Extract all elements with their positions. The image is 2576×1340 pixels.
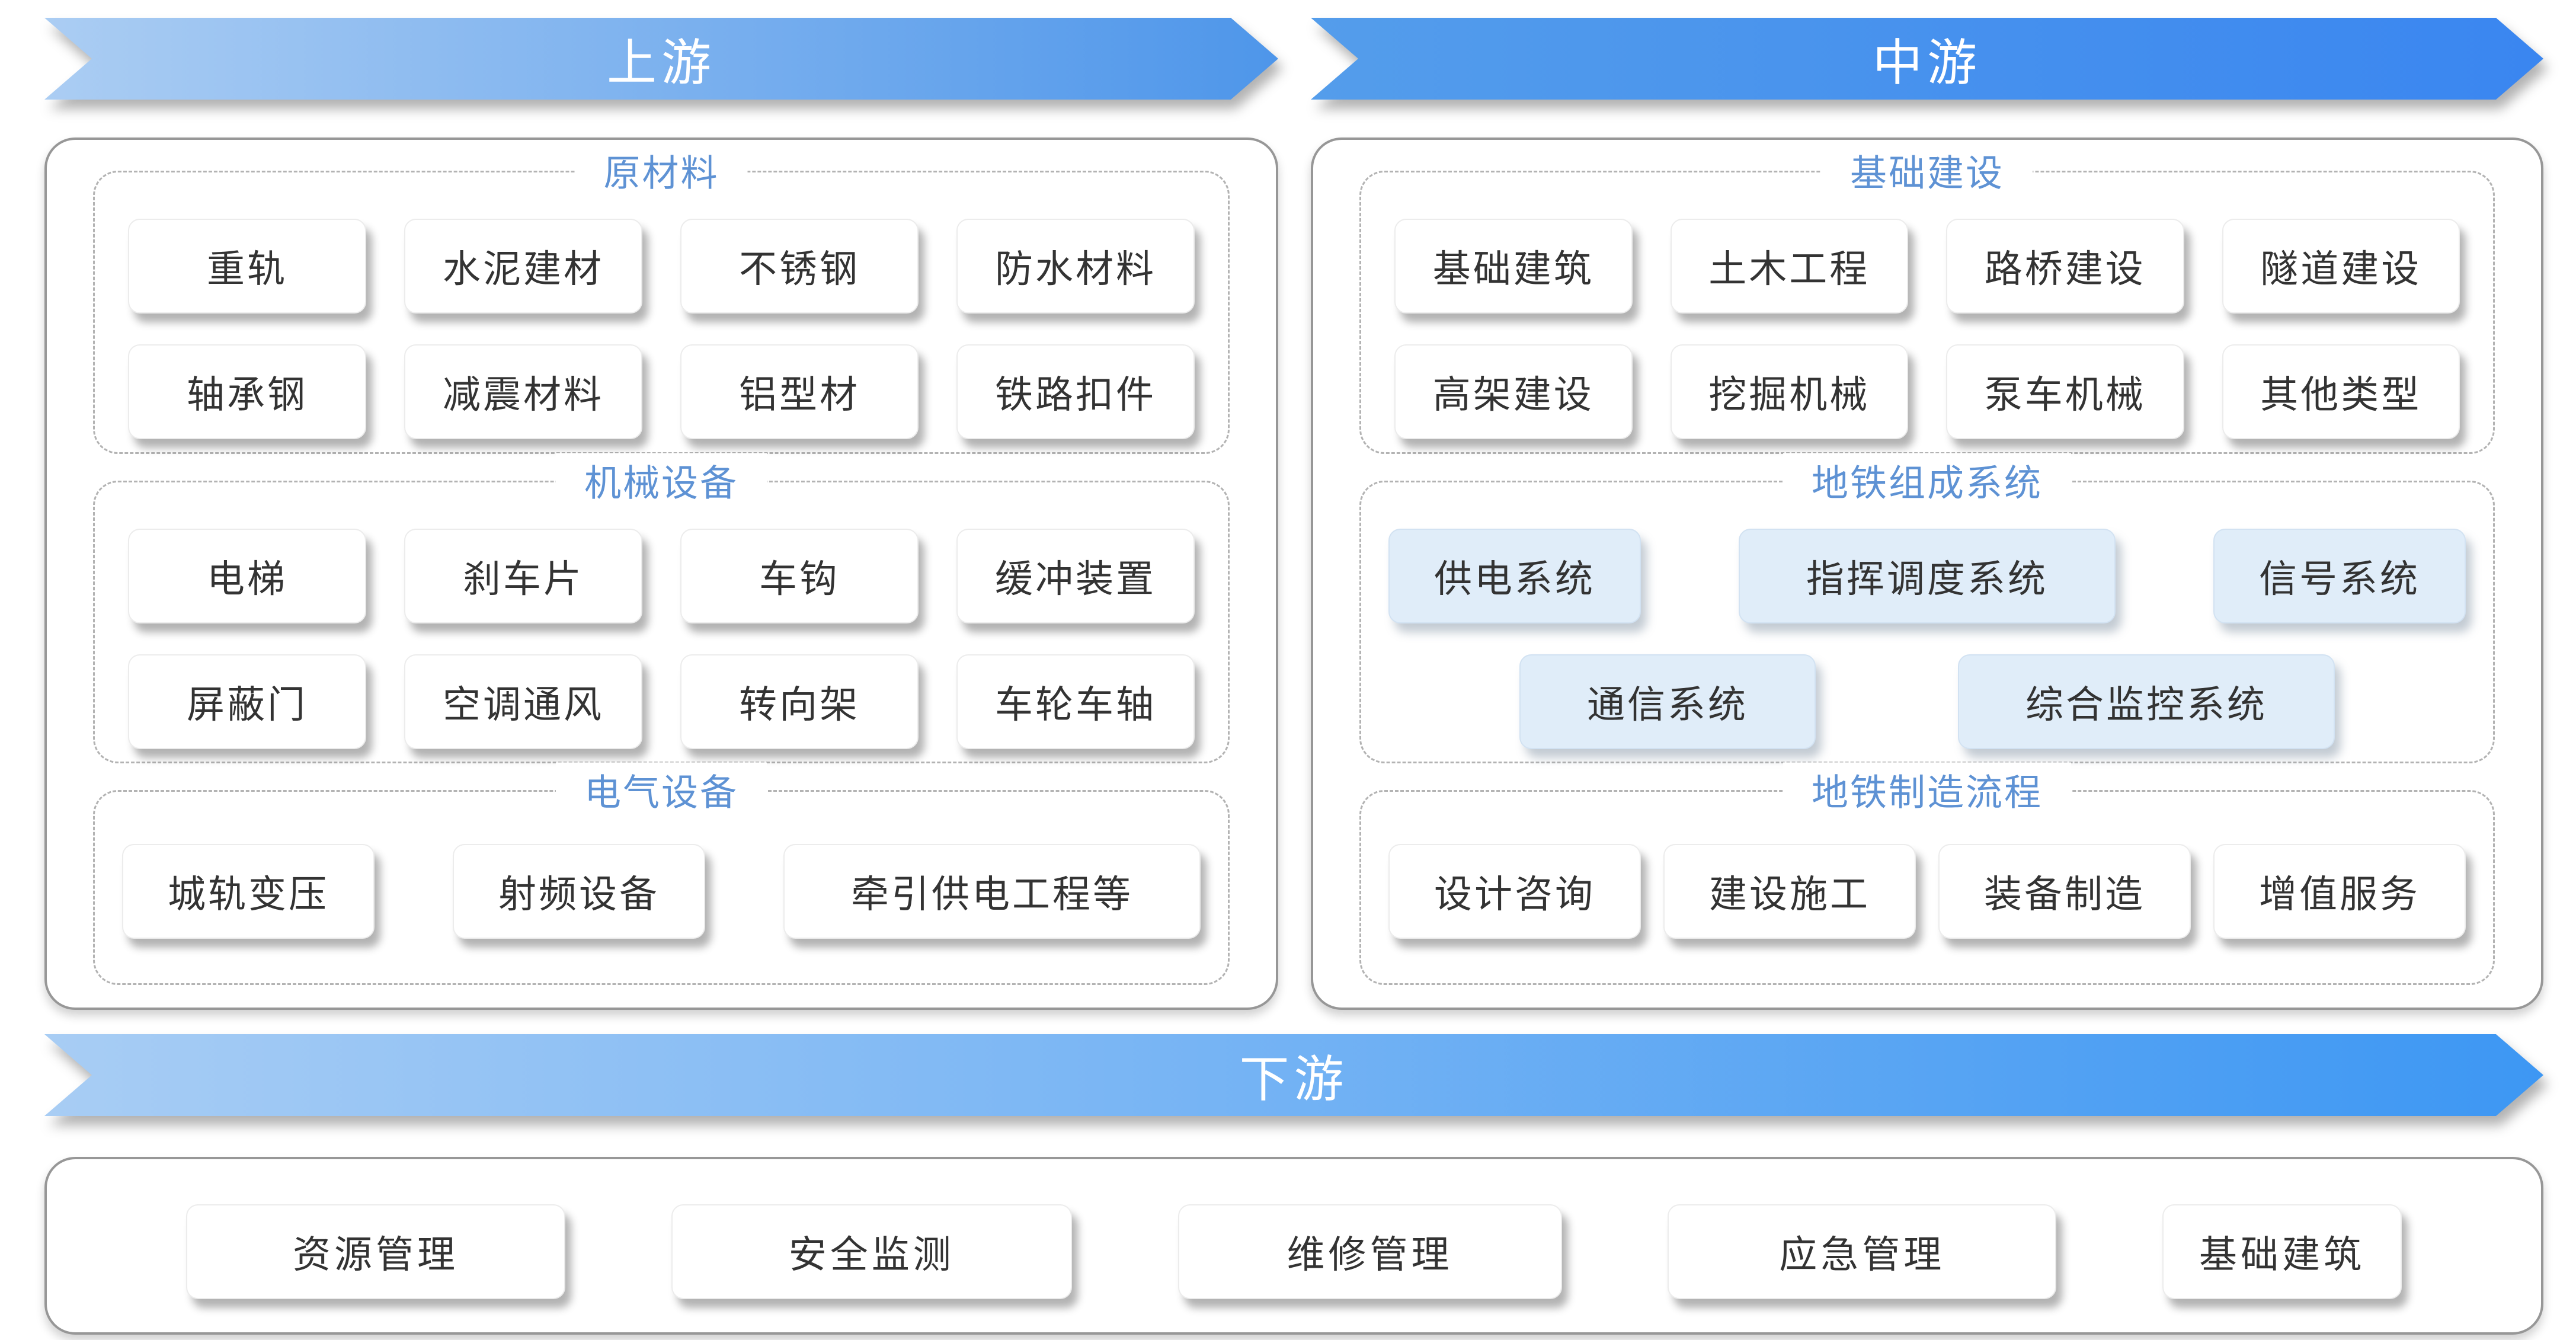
chain-node: 城轨变压 <box>122 844 375 939</box>
chain-node: 空调通风 <box>404 654 642 749</box>
upstream-panel: 原材料 重轨 水泥建材 不锈钢 防水材料 轴承钢 减震材料 铝型材 铁路扣件 机… <box>44 137 1278 1010</box>
chain-node: 土木工程 <box>1670 219 1908 314</box>
section-mechanical-equipment-title: 机械设备 <box>555 453 767 507</box>
chain-node: 射频设备 <box>453 844 705 939</box>
chain-node: 铝型材 <box>680 344 919 439</box>
chain-node: 应急管理 <box>1668 1204 2057 1299</box>
chain-node: 高架建设 <box>1394 344 1633 439</box>
chain-node: 挖掘机械 <box>1670 344 1908 439</box>
chain-node: 路桥建设 <box>1946 219 2184 314</box>
chain-node: 泵车机械 <box>1946 344 2184 439</box>
downstream-banner-label: 下游 <box>1239 1051 1349 1107</box>
chain-node: 维修管理 <box>1177 1204 1562 1299</box>
chain-node: 水泥建材 <box>404 219 642 314</box>
upstream-banner-label: 上游 <box>606 34 716 91</box>
chain-node: 铁路扣件 <box>956 344 1195 439</box>
infrastructure-grid: 基础建筑 土木工程 路桥建设 隧道建设 高架建设 挖掘机械 泵车机械 其他类型 <box>1361 172 2493 439</box>
chain-node: 其他类型 <box>2222 344 2460 439</box>
midstream-banner-label: 中游 <box>1872 34 1982 91</box>
chain-node-highlight: 综合监控系统 <box>1958 654 2335 749</box>
chain-node: 车轮车轴 <box>956 654 1195 749</box>
chain-node-highlight: 供电系统 <box>1388 528 1641 623</box>
section-raw-materials-title: 原材料 <box>575 143 748 197</box>
chain-node: 电梯 <box>128 528 366 623</box>
chain-node: 资源管理 <box>186 1204 565 1299</box>
mechanical-equipment-grid: 电梯 刹车片 车钩 缓冲装置 屏蔽门 空调通风 转向架 车轮车轴 <box>95 482 1228 749</box>
section-mechanical-equipment: 机械设备 电梯 刹车片 车钩 缓冲装置 屏蔽门 空调通风 转向架 车轮车轴 <box>93 453 1230 764</box>
chain-node: 基础建筑 <box>2162 1204 2402 1299</box>
section-raw-materials: 原材料 重轨 水泥建材 不锈钢 防水材料 轴承钢 减震材料 铝型材 铁路扣件 <box>93 143 1230 454</box>
chain-node: 防水材料 <box>956 219 1195 314</box>
metro-systems-row-1: 供电系统 指挥调度系统 信号系统 <box>1361 482 2493 623</box>
chain-node: 隧道建设 <box>2222 219 2460 314</box>
chain-node: 刹车片 <box>404 528 642 623</box>
chain-node: 设计咨询 <box>1388 844 1641 939</box>
chain-node: 减震材料 <box>404 344 642 439</box>
chain-node-highlight: 通信系统 <box>1519 654 1816 749</box>
chain-node: 重轨 <box>128 219 366 314</box>
chain-node: 屏蔽门 <box>128 654 366 749</box>
section-infrastructure: 基础建设 基础建筑 土木工程 路桥建设 隧道建设 高架建设 挖掘机械 泵车机械 … <box>1359 143 2495 454</box>
metro-manufacturing-row: 设计咨询 建设施工 装备制造 增值服务 <box>1361 792 2493 939</box>
section-electrical-equipment-title: 电气设备 <box>555 762 767 816</box>
chain-node: 建设施工 <box>1663 844 1916 939</box>
metro-systems-row-2: 通信系统 综合监控系统 <box>1361 623 2493 749</box>
section-metro-systems-title: 地铁组成系统 <box>1783 453 2072 507</box>
upstream-banner: 上游 <box>44 18 1278 100</box>
chain-node: 转向架 <box>680 654 919 749</box>
chain-node: 牵引供电工程等 <box>783 844 1201 939</box>
section-infrastructure-title: 基础建设 <box>1821 143 2033 197</box>
chain-node: 安全监测 <box>671 1204 1072 1299</box>
chain-node: 装备制造 <box>1938 844 2191 939</box>
downstream-banner-ribbon: 下游 <box>44 1034 2543 1116</box>
chain-node: 增值服务 <box>2213 844 2466 939</box>
chain-node: 不锈钢 <box>680 219 919 314</box>
chain-node-highlight: 信号系统 <box>2213 528 2466 623</box>
downstream-panel: 资源管理 安全监测 维修管理 应急管理 基础建筑 <box>44 1157 2543 1335</box>
electrical-equipment-row: 城轨变压 射频设备 牵引供电工程等 <box>95 792 1228 939</box>
section-metro-systems: 地铁组成系统 供电系统 指挥调度系统 信号系统 通信系统 综合监控系统 <box>1359 453 2495 764</box>
section-metro-manufacturing-title: 地铁制造流程 <box>1783 762 2072 816</box>
section-electrical-equipment: 电气设备 城轨变压 射频设备 牵引供电工程等 <box>93 762 1230 985</box>
section-metro-manufacturing: 地铁制造流程 设计咨询 建设施工 装备制造 增值服务 <box>1359 762 2495 985</box>
midstream-panel: 基础建设 基础建筑 土木工程 路桥建设 隧道建设 高架建设 挖掘机械 泵车机械 … <box>1311 137 2543 1010</box>
chain-node: 轴承钢 <box>128 344 366 439</box>
chain-node-highlight: 指挥调度系统 <box>1739 528 2116 623</box>
chain-node: 缓冲装置 <box>956 528 1195 623</box>
chain-node: 基础建筑 <box>1394 219 1633 314</box>
chain-node: 车钩 <box>680 528 919 623</box>
downstream-banner: 下游 <box>44 1034 2543 1116</box>
raw-materials-grid: 重轨 水泥建材 不锈钢 防水材料 轴承钢 减震材料 铝型材 铁路扣件 <box>95 172 1228 439</box>
upstream-banner-ribbon: 上游 <box>44 18 1278 100</box>
midstream-banner-ribbon: 中游 <box>1311 18 2543 100</box>
midstream-banner: 中游 <box>1311 18 2543 100</box>
